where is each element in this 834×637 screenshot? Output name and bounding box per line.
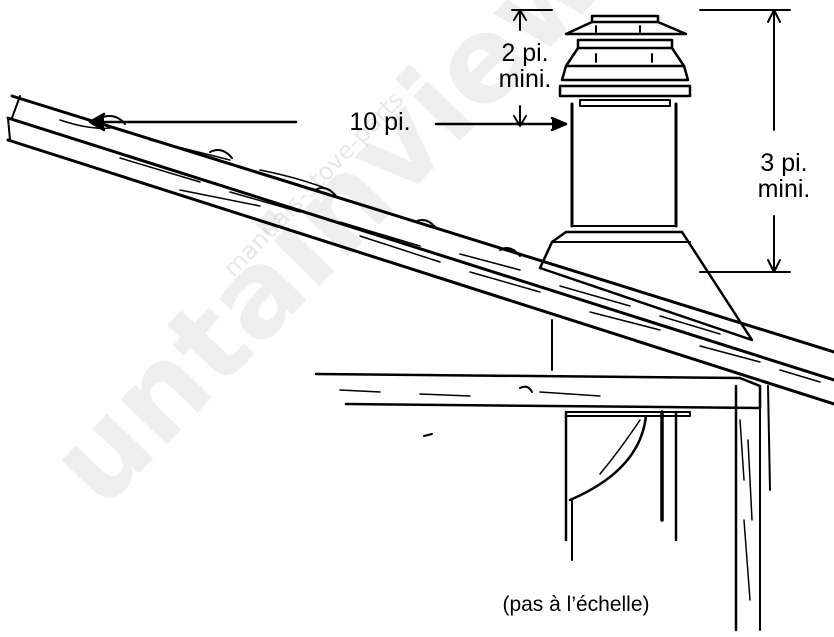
chimney-pipe: [538, 102, 754, 342]
cap-clearance-min: mini.: [498, 65, 552, 94]
cap-clearance-value: 2 pi.: [501, 39, 549, 67]
roof: [6, 94, 834, 406]
dimension-cap-clearance: [511, 9, 553, 127]
height-above-roof-min: mini.: [757, 175, 811, 204]
ceiling-joist: [314, 372, 762, 410]
dimension-height-above-roof: [699, 9, 791, 273]
roof-distance-label: 10 pi.: [349, 108, 411, 136]
dimension-roof-distance: [88, 112, 568, 132]
rain-cap: [558, 14, 692, 107]
pipe-below: [551, 319, 771, 632]
height-above-roof-value: 3 pi.: [760, 149, 808, 177]
cap-clearance-label: 2 pi. mini.: [485, 40, 565, 93]
scale-note: (pas à l’échelle): [502, 593, 650, 616]
height-above-roof-label: 3 pi. mini.: [744, 150, 824, 203]
